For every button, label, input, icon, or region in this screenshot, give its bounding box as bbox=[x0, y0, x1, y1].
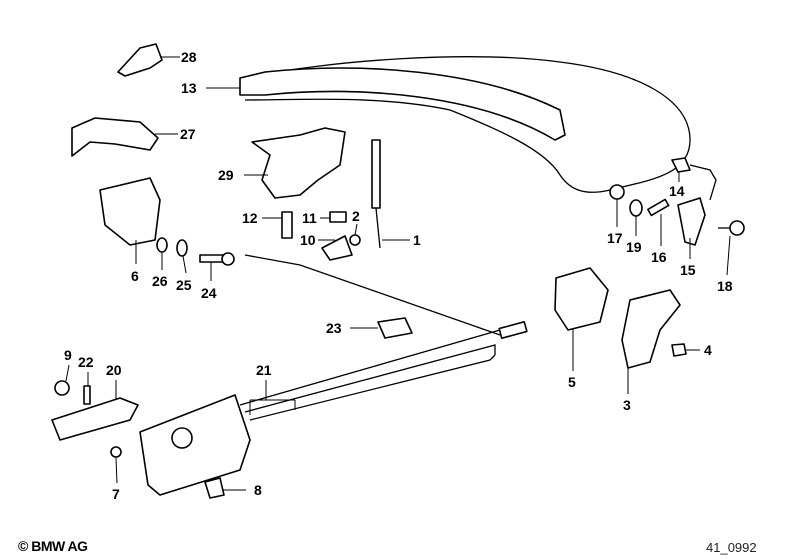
part-4-screw bbox=[671, 343, 687, 357]
cable-21 bbox=[239, 329, 501, 406]
part-12-bolt bbox=[281, 211, 293, 239]
part-5-latch bbox=[554, 267, 609, 331]
callout-5: 5 bbox=[568, 374, 576, 390]
part-17 bbox=[609, 184, 625, 200]
part-11 bbox=[329, 211, 347, 223]
part-10 bbox=[321, 235, 353, 261]
callout-13: 13 bbox=[181, 80, 197, 96]
part-8-clip bbox=[204, 477, 225, 499]
diagram-id: 41_0992 bbox=[706, 540, 757, 555]
callout-10: 10 bbox=[300, 232, 316, 248]
part-18 bbox=[729, 220, 745, 236]
part-24-bolt bbox=[199, 254, 225, 263]
part-28 bbox=[117, 43, 163, 77]
part-15 bbox=[677, 197, 706, 246]
callout-9: 9 bbox=[64, 347, 72, 363]
callout-18: 18 bbox=[717, 278, 733, 294]
callout-29: 29 bbox=[218, 167, 234, 183]
callout-11: 11 bbox=[302, 210, 317, 226]
part-13-bow bbox=[239, 67, 566, 141]
callout-28: 28 bbox=[181, 49, 197, 65]
callout-16: 16 bbox=[651, 249, 667, 265]
part-6-lock bbox=[99, 177, 161, 246]
callout-12: 12 bbox=[242, 210, 258, 226]
part-22 bbox=[83, 385, 91, 405]
callout-25: 25 bbox=[176, 277, 192, 293]
callout-22: 22 bbox=[78, 354, 94, 370]
cable bbox=[244, 254, 501, 336]
callout-19: 19 bbox=[626, 239, 642, 255]
callout-1: 1 bbox=[413, 232, 421, 248]
callout-27: 27 bbox=[180, 126, 196, 142]
part-23 bbox=[377, 317, 413, 339]
callout-4: 4 bbox=[704, 342, 712, 358]
copyright-label: © BMW AG bbox=[18, 538, 88, 554]
part-7-screw bbox=[110, 446, 122, 458]
part-2-clip bbox=[349, 234, 361, 246]
callout-23: 23 bbox=[326, 320, 342, 336]
top-cover-outline bbox=[244, 56, 691, 193]
part-19 bbox=[629, 199, 643, 217]
callout-3: 3 bbox=[623, 397, 631, 413]
part-29 bbox=[251, 127, 346, 199]
callout-8: 8 bbox=[254, 482, 262, 498]
part-21-bracket bbox=[139, 394, 251, 496]
callout-26: 26 bbox=[152, 273, 168, 289]
part-9 bbox=[54, 380, 70, 396]
callout-24: 24 bbox=[201, 285, 217, 301]
part-16 bbox=[647, 198, 670, 217]
callout-2: 2 bbox=[352, 208, 360, 224]
part-1-gas-strut bbox=[371, 139, 381, 209]
callout-14: 14 bbox=[669, 183, 685, 199]
callout-6: 6 bbox=[131, 268, 139, 284]
callout-15: 15 bbox=[680, 262, 696, 278]
callout-17: 17 bbox=[607, 230, 623, 246]
part-14 bbox=[671, 157, 691, 173]
callout-21: 21 bbox=[256, 362, 272, 378]
part-27 bbox=[71, 117, 159, 157]
part-20-lever bbox=[51, 397, 139, 441]
leader-lines bbox=[65, 56, 731, 491]
callout-20: 20 bbox=[106, 362, 122, 378]
callout-7: 7 bbox=[112, 486, 120, 502]
callout-labels: 28 13 27 29 12 11 2 10 1 6 26 25 24 14 1… bbox=[64, 49, 733, 502]
part-3-handle bbox=[621, 289, 681, 369]
